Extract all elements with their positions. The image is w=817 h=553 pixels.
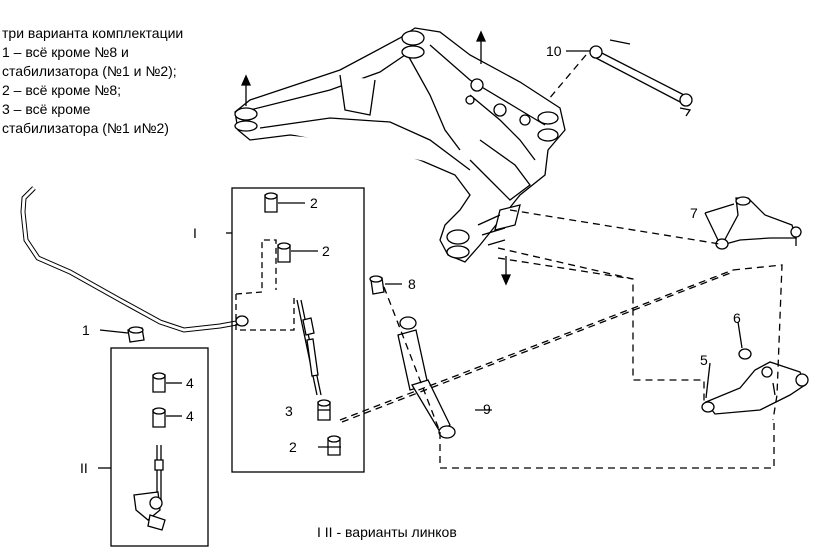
callout-7: 7 [690, 205, 698, 221]
variant-I-label: I [193, 225, 197, 241]
variant-I-box [231, 187, 365, 473]
shock-absorber-9 [397, 316, 456, 439]
variant-II-link [133, 372, 166, 531]
callout-1: 1 [82, 322, 90, 338]
callout-5: 5 [700, 352, 708, 368]
callout-10: 10 [546, 43, 562, 59]
callout-2: 2 [310, 195, 318, 211]
callout-8: 8 [408, 276, 416, 292]
dashed-leader-lines [339, 54, 783, 469]
callout-4: 4 [186, 375, 194, 391]
legend-line: 1 – всё кроме №8 и [2, 44, 129, 60]
variant-II-label: II [80, 460, 88, 476]
subframe [234, 27, 566, 263]
legend-line: стабилизатора (№1 и №2); [2, 63, 177, 79]
variants-caption: I II - варианты линков [317, 524, 457, 540]
variant-I-link [264, 192, 341, 456]
legend-line: 3 – всё кроме [2, 101, 91, 117]
callout-2: 2 [322, 243, 330, 259]
upper-arm-7 [715, 196, 802, 250]
callout-4: 4 [186, 408, 194, 424]
legend-line: стабилизатора (№1 и№2) [2, 120, 169, 136]
bushing-8 [369, 275, 385, 295]
variant-II-box [110, 347, 209, 547]
bushing-1 [127, 326, 145, 343]
legend-line: три варианта комплектации [2, 25, 184, 41]
down-arrow-icon [500, 256, 512, 286]
lower-arm-5 [701, 348, 809, 415]
up-arrow-icon [240, 74, 252, 106]
variant-I-dashed-outline [235, 239, 295, 331]
callout-9: 9 [483, 401, 491, 417]
callout-6: 6 [733, 310, 741, 326]
configuration-legend: три варианта комплектации 1 – всё кроме … [2, 24, 183, 138]
stabilizer-bar [20, 186, 249, 333]
up-arrow-icon [475, 30, 487, 64]
callout-leaders [98, 50, 743, 469]
link-rod-10 [589, 39, 693, 117]
callout-2: 2 [289, 439, 297, 455]
callout-3: 3 [285, 403, 293, 419]
legend-line: 2 – всё кроме №8; [2, 82, 121, 98]
